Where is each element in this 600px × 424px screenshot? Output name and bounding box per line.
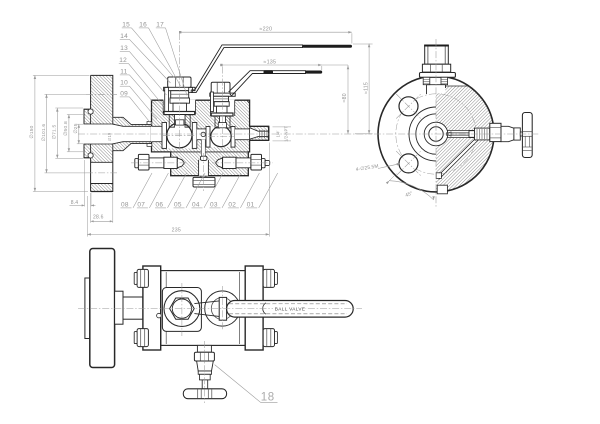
svg-text:∅101.6: ∅101.6 — [41, 124, 47, 142]
svg-text:∅71.5: ∅71.5 — [52, 125, 58, 140]
svg-text:09: 09 — [120, 90, 128, 97]
svg-text:04: 04 — [192, 201, 200, 208]
svg-text:05: 05 — [174, 201, 182, 208]
svg-text:15: 15 — [122, 21, 130, 28]
svg-text:06: 06 — [156, 201, 164, 208]
svg-text:∅150: ∅150 — [29, 125, 35, 138]
svg-text:02: 02 — [228, 201, 236, 208]
svg-text:03: 03 — [210, 201, 218, 208]
svg-text:11: 11 — [120, 68, 127, 75]
svg-text:13: 13 — [120, 45, 128, 52]
svg-text:12: 12 — [119, 57, 127, 64]
svg-text:≈115: ≈115 — [364, 82, 370, 94]
svg-text:18: 18 — [261, 392, 275, 404]
svg-text:8.4: 8.4 — [71, 200, 79, 206]
svg-text:07: 07 — [137, 201, 145, 208]
svg-text:28.6: 28.6 — [93, 215, 104, 221]
svg-text:235: 235 — [172, 228, 181, 234]
svg-text:BALL VALVE: BALL VALVE — [275, 307, 306, 312]
svg-text:08: 08 — [121, 201, 129, 208]
svg-text:17: 17 — [156, 21, 164, 28]
svg-text:∅19: ∅19 — [107, 132, 112, 141]
svg-text:01: 01 — [247, 201, 255, 208]
svg-text:≈135: ≈135 — [263, 59, 276, 65]
svg-text:14: 14 — [120, 33, 128, 40]
svg-text:≈80: ≈80 — [342, 93, 348, 102]
svg-text:∅50.8: ∅50.8 — [63, 121, 69, 136]
svg-text:≈220: ≈220 — [259, 27, 272, 33]
svg-text:4-∅25.5M: 4-∅25.5M — [355, 163, 379, 173]
svg-text:10: 10 — [120, 80, 128, 87]
svg-text:16: 16 — [139, 21, 147, 28]
svg-text:45°: 45° — [405, 191, 414, 199]
svg-text:∅25: ∅25 — [73, 123, 79, 133]
